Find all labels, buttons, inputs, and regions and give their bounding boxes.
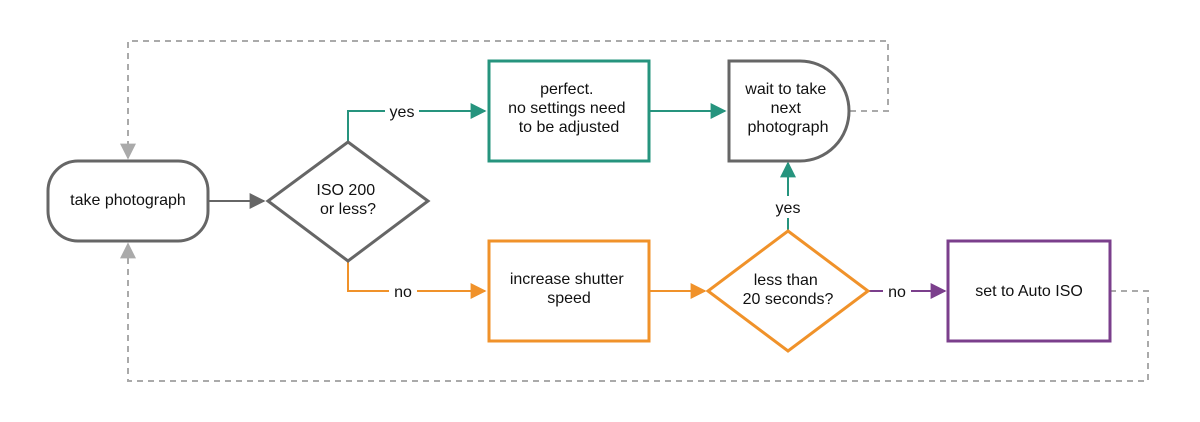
node-take-photograph: take photograph — [46, 159, 210, 243]
node-wait-line-1: wait to take — [744, 81, 826, 98]
svg-text:take photograph: take photograph — [70, 192, 186, 209]
node-wait: wait to take next photograph — [727, 59, 851, 163]
node-iso-line-1: ISO 200 — [316, 182, 375, 199]
node-shutter-line-1: increase shutter — [510, 271, 625, 288]
node-less-than-20: less than 20 seconds? — [705, 229, 871, 353]
node-less-line-1: less than — [754, 272, 818, 289]
svg-text:ISO 200 or less?: ISO 200 or less? — [316, 182, 379, 218]
node-perfect: perfect. no settings need to be adjusted — [487, 59, 651, 163]
node-take-photograph-line-1: take photograph — [70, 192, 186, 209]
svg-text:wait to take next: wait to take next photograph — [744, 81, 830, 136]
edge-label-less-no: no — [888, 284, 906, 301]
edge-iso-yes — [347, 103, 487, 142]
node-perfect-line-1: perfect. — [540, 81, 593, 98]
edge-iso-no — [347, 261, 487, 299]
loop-edge-wait-to-start — [120, 40, 889, 160]
svg-text:perfect. no settings nee: perfect. no settings need to be adjusted — [508, 81, 630, 136]
edge-label-iso-no: no — [394, 284, 412, 301]
node-iso-line-2: or less? — [320, 201, 376, 218]
node-perfect-line-3: to be adjusted — [519, 119, 620, 136]
node-wait-line-2: next — [771, 100, 802, 117]
node-wait-line-3: photograph — [748, 119, 829, 136]
svg-text:set to Auto ISO: set to Auto ISO — [975, 283, 1083, 300]
node-less-line-2: 20 seconds? — [743, 291, 834, 308]
node-perfect-line-2: no settings need — [508, 100, 625, 117]
node-increase-shutter: increase shutter speed — [487, 239, 651, 343]
svg-text:increase shutter speed: increase shutter speed — [510, 271, 628, 307]
node-shutter-line-2: speed — [547, 290, 591, 307]
edge-label-less-yes: yes — [776, 200, 801, 217]
edge-label-iso-yes: yes — [390, 104, 415, 121]
node-auto-iso-line-1: set to Auto ISO — [975, 283, 1083, 300]
node-iso-decision: ISO 200 or less? — [265, 140, 431, 263]
svg-text:less than 20 seconds?: less than 20 seconds? — [743, 272, 834, 308]
node-auto-iso: set to Auto ISO — [946, 239, 1112, 343]
loop-edge-autoiso-to-start — [120, 242, 1149, 382]
